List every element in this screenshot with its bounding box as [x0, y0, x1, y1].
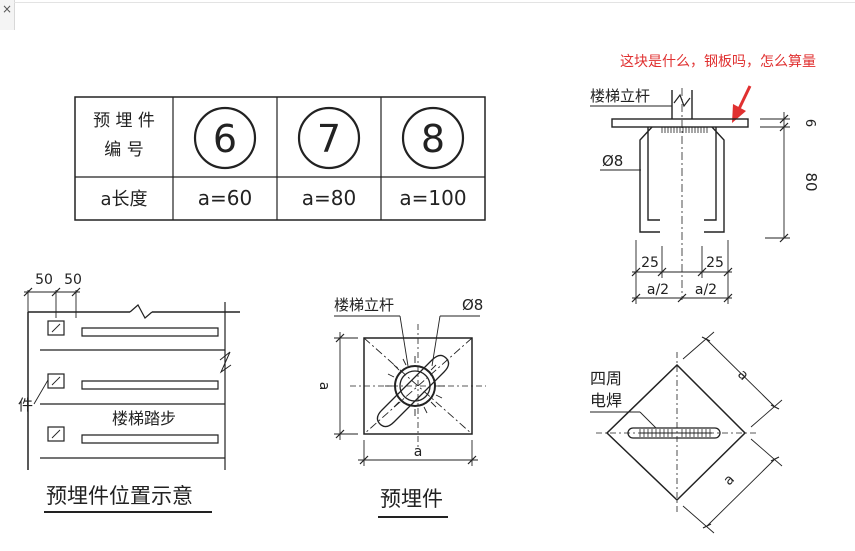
embedded-part-table	[74, 96, 486, 221]
position-left-edge-label: 件	[18, 396, 33, 414]
elevation-post-label: 楼梯立杆	[590, 87, 650, 105]
leg-offset-right-dim: 25	[706, 255, 724, 271]
part-id-6: 6	[213, 117, 237, 161]
plan-caption: 预埋件	[380, 487, 443, 511]
diamond-lower-dim: a	[720, 471, 737, 488]
plan-bottom-dim: a	[414, 444, 423, 460]
plan-view	[334, 315, 486, 518]
weld-label-1: 四周	[590, 369, 622, 388]
diamond-weld-view	[590, 331, 783, 534]
part-id-7: 7	[317, 117, 341, 161]
length-value-8: a=100	[399, 186, 466, 210]
elevation-view	[590, 88, 790, 304]
close-icon[interactable]: ×	[0, 0, 15, 30]
leg-offset-left-dim: 25	[641, 255, 659, 271]
length-row-label: a长度	[100, 189, 147, 210]
question-annotation: 这块是什么，钢板吗，怎么算量	[620, 53, 816, 70]
plan-post-label: 楼梯立杆	[334, 296, 394, 314]
half-width-right-dim: a/2	[695, 282, 717, 298]
height-dim: 80	[802, 172, 820, 191]
top-divider	[14, 2, 855, 3]
table-header-label-2: 编 号	[104, 140, 143, 160]
red-arrow	[732, 85, 752, 123]
position-drawing	[23, 287, 240, 513]
plan-side-dim: a	[316, 382, 332, 391]
position-caption: 预埋件位置示意	[46, 484, 193, 508]
plan-weld-ticks	[385, 356, 445, 416]
step-label: 楼梯踏步	[112, 409, 176, 428]
length-value-7: a=80	[302, 186, 356, 210]
plate-thickness-dim: 6	[802, 119, 817, 127]
position-dim-right: 50	[64, 272, 82, 288]
plan-bar-label: Ø8	[462, 296, 483, 314]
part-id-8: 8	[421, 117, 445, 161]
half-width-left-dim: a/2	[647, 282, 669, 298]
length-value-6: a=60	[198, 186, 252, 210]
weld-label-2: 电焊	[590, 391, 622, 410]
diamond-weld-hatch	[639, 429, 711, 437]
elevation-bar-label: Ø8	[602, 152, 623, 170]
table-header-label-1: 预 埋 件	[93, 111, 155, 131]
position-dim-left: 50	[35, 272, 53, 288]
